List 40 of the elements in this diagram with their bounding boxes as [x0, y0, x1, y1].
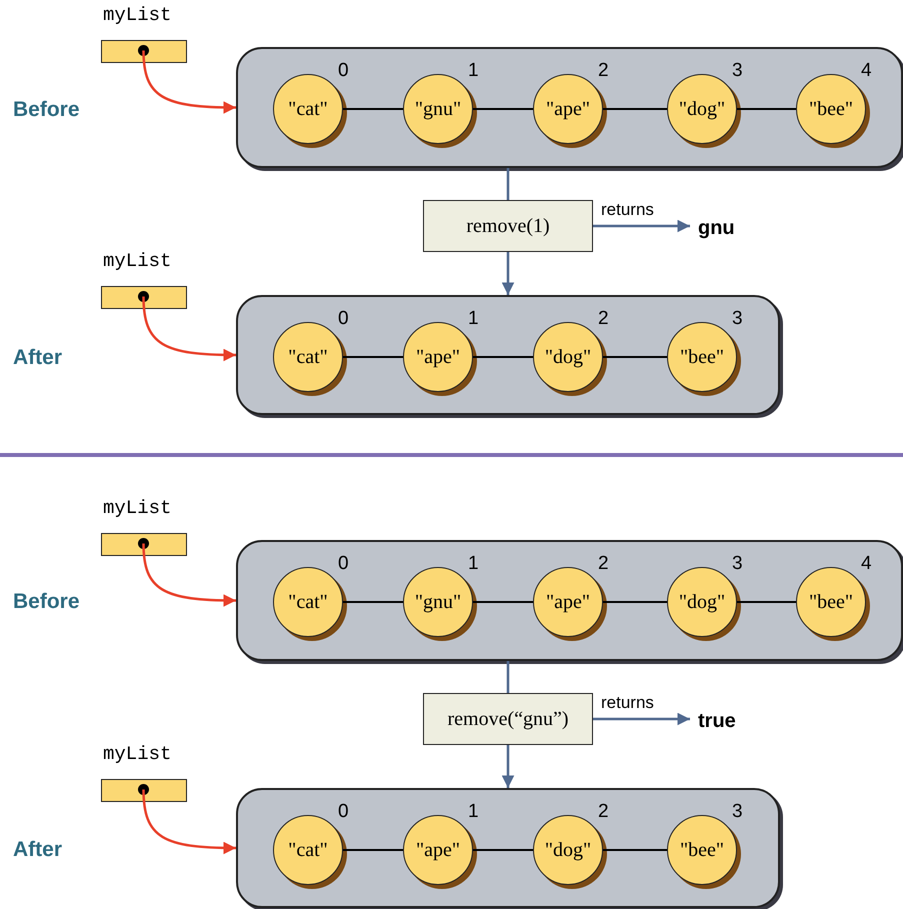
connector-line: [603, 601, 667, 603]
arrow: [593, 712, 690, 726]
state-label: After: [13, 838, 62, 862]
list-container: [236, 295, 780, 415]
connector-line: [473, 601, 533, 603]
method-call-box: remove(1): [423, 200, 593, 252]
list-container: [236, 540, 903, 661]
state-label: Before: [13, 590, 80, 614]
state-label: After: [13, 346, 62, 370]
variable-name: myList: [103, 5, 172, 25]
connector-line: [473, 356, 533, 358]
arrow: [142, 296, 236, 362]
connector-line: [737, 108, 796, 110]
arrow: [142, 50, 236, 114]
connector-line: [737, 601, 796, 603]
connector-line: [473, 108, 533, 110]
arrow: [593, 220, 690, 232]
return-value: gnu: [698, 216, 735, 240]
connector-line: [603, 356, 667, 358]
connector-line: [603, 108, 667, 110]
list-container: [236, 788, 780, 908]
arrow: [502, 745, 514, 788]
variable-name: myList: [103, 498, 172, 518]
connector-line: [343, 356, 403, 358]
variable-name: myList: [103, 744, 172, 764]
connector-line: [343, 108, 403, 110]
arrow: [142, 543, 236, 607]
arrow: [502, 252, 514, 295]
state-label: Before: [13, 98, 80, 122]
arrow: [142, 789, 236, 854]
variable-name: myList: [103, 251, 172, 271]
connector-line: [473, 849, 533, 851]
connector-line: [506, 661, 510, 693]
list-container: [236, 47, 903, 168]
method-call-box: remove(“gnu”): [423, 693, 593, 745]
connector-line: [506, 168, 510, 200]
connector-line: [343, 849, 403, 851]
connector-line: [603, 849, 667, 851]
return-value: true: [698, 709, 736, 733]
connector-line: [343, 601, 403, 603]
